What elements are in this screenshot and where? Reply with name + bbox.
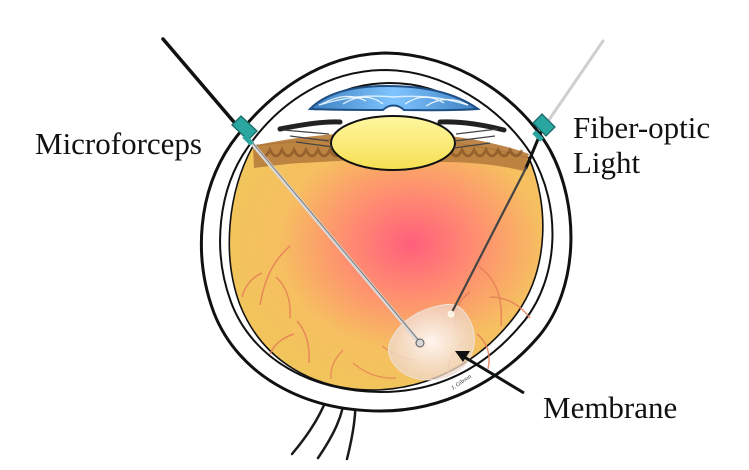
zonules-right: [453, 128, 499, 149]
fiber-optic-label-line2: Light: [573, 145, 641, 180]
iris-left: [277, 119, 343, 132]
cornea: [307, 84, 481, 112]
fiber-optic-label-line1: Fiber-optic: [573, 110, 711, 145]
membrane-arrow: [455, 351, 525, 395]
iris-right: [437, 119, 507, 133]
cornea-fibers: [321, 95, 469, 107]
microforceps-instrument: [161, 37, 425, 348]
lens: [330, 115, 456, 171]
retinal-vessels-left: [241, 245, 310, 364]
membrane-label: Membrane: [543, 390, 678, 425]
fiber-optic-light-instrument: [447, 39, 605, 318]
epiretinal-membrane: [388, 303, 475, 381]
microforceps-label: Microforceps: [35, 126, 202, 161]
zonules-left: [282, 129, 334, 148]
